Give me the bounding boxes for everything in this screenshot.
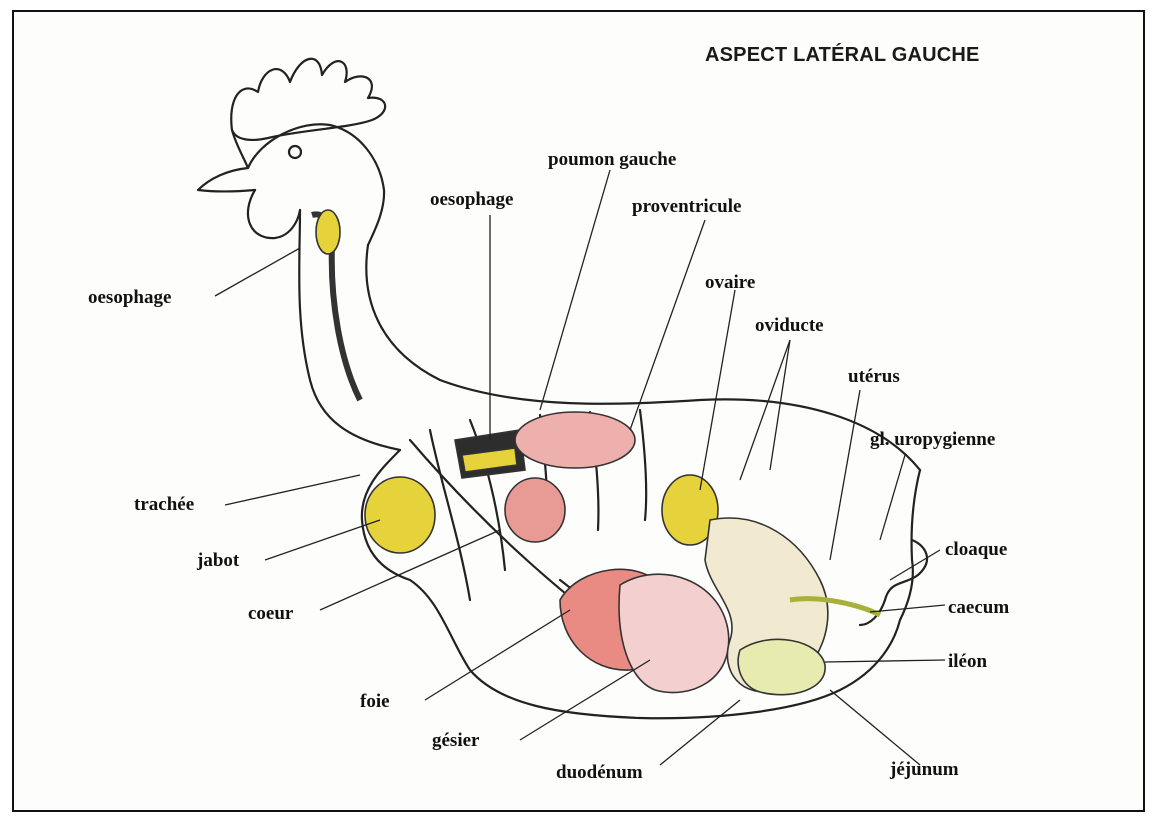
diagram-title: ASPECT LATÉRAL GAUCHE — [705, 44, 980, 67]
label-cloaque: cloaque — [945, 540, 1007, 559]
label-uterus: utérus — [848, 367, 900, 386]
beak — [198, 168, 255, 192]
label-coeur: coeur — [248, 604, 293, 623]
label-gesier: gésier — [432, 731, 479, 750]
crop-neck-yellow — [316, 210, 340, 254]
eye — [289, 146, 301, 158]
neck-front — [299, 210, 400, 450]
label-duodenum: duodénum — [556, 763, 643, 782]
label-jabot: jabot — [197, 551, 239, 570]
label-ileon: iléon — [948, 652, 987, 671]
wattle — [248, 190, 300, 238]
label-oviducte: oviducte — [755, 316, 824, 335]
comb — [231, 59, 385, 140]
label-trachee: trachée — [134, 495, 194, 514]
label-ovaire: ovaire — [705, 273, 755, 292]
label-foie: foie — [360, 692, 390, 711]
gizzard-organ — [619, 574, 729, 692]
jabot-organ — [365, 477, 435, 553]
label-jejunum: jéjunum — [890, 760, 959, 779]
label-oesophage-upper: oesophage — [430, 190, 513, 209]
label-proventricule: proventricule — [632, 197, 741, 216]
label-oesophage-neck: oesophage — [88, 288, 171, 307]
ileon-loop — [738, 639, 825, 694]
label-caecum: caecum — [948, 598, 1009, 617]
label-gl-uropygienne: gl. uropygienne — [870, 430, 995, 449]
rib — [640, 410, 646, 520]
heart-organ — [505, 478, 565, 542]
head — [232, 124, 384, 245]
label-poumon-gauche: poumon gauche — [548, 150, 676, 169]
lung-organ — [515, 412, 635, 468]
